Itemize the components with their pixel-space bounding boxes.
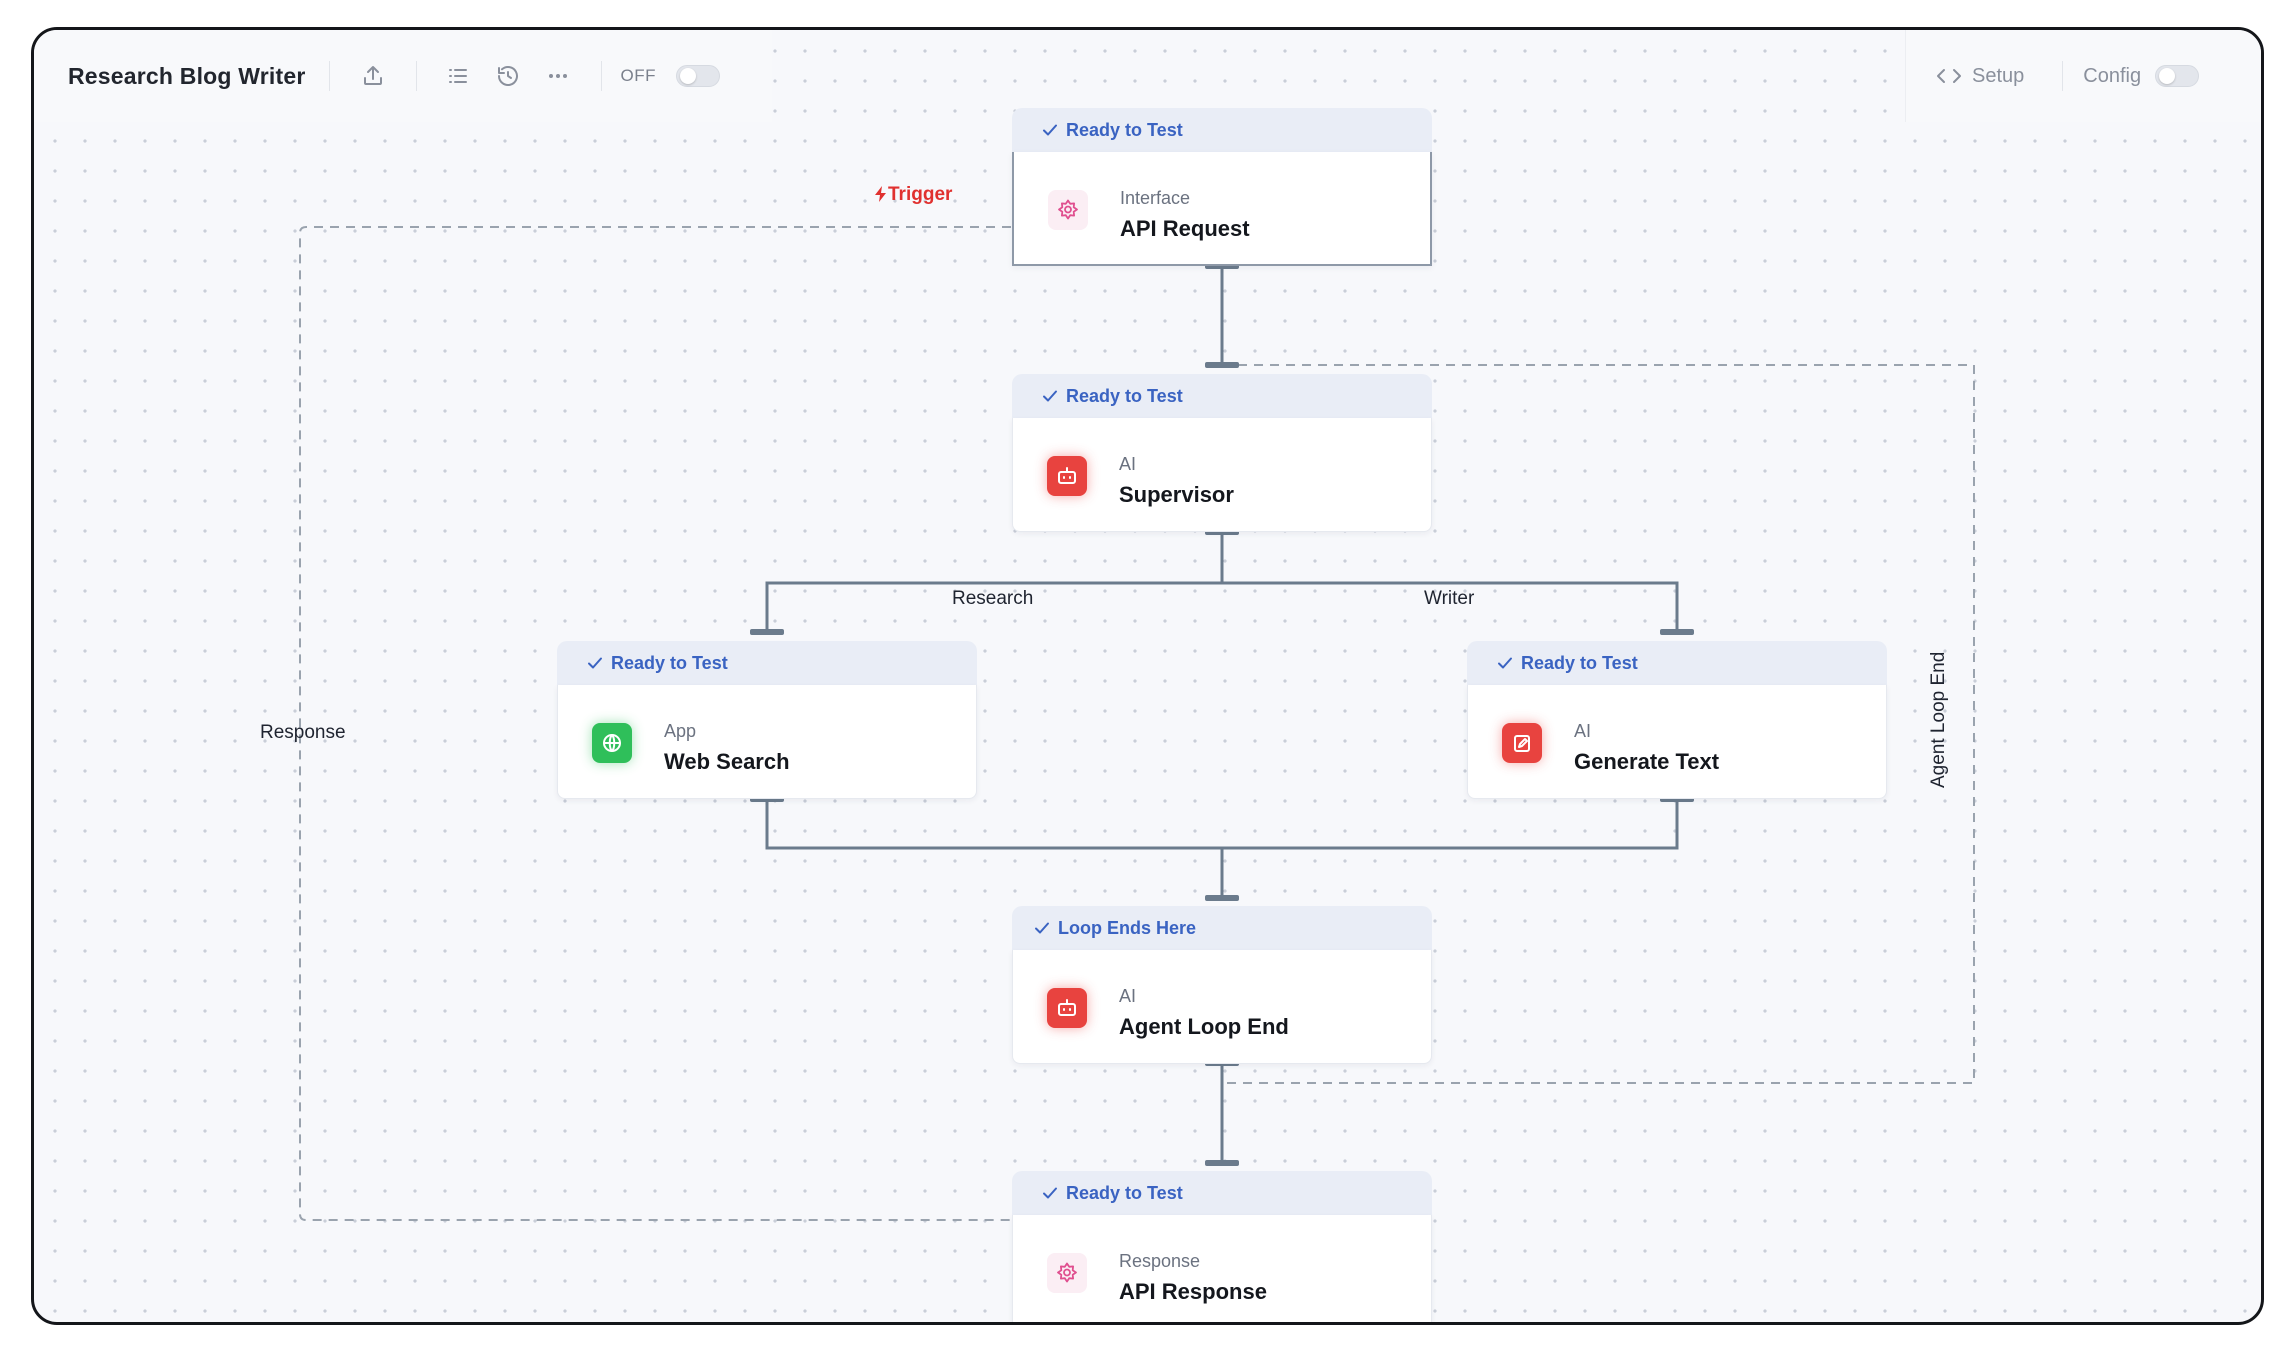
active-state-label: OFF: [620, 66, 656, 85]
check-icon: [1042, 1185, 1058, 1201]
writer-edge-label: Writer: [1424, 588, 1475, 609]
top-toolbar: Research Blog Writer OFF: [34, 30, 772, 122]
node-status-text: Ready to Test: [611, 652, 728, 673]
port-handle[interactable]: [1660, 629, 1694, 635]
node-category: App: [664, 721, 697, 741]
config-toggle[interactable]: [2155, 65, 2200, 87]
node-status-bar: Ready to Test: [557, 641, 977, 685]
robot-icon: [1047, 456, 1087, 496]
node-status-bar: Ready to Test: [1012, 1171, 1432, 1215]
response-loop-line: [299, 226, 1011, 1221]
globe-icon: [592, 723, 632, 763]
node-status-text: Ready to Test: [1066, 385, 1183, 406]
node-status-bar: Ready to Test: [1012, 108, 1432, 152]
node-title: Web Search: [664, 749, 790, 774]
node-card[interactable]: AI Supervisor: [1012, 418, 1432, 532]
agent-loop-line: [1222, 364, 1975, 1084]
toggle-knob: [2159, 68, 2176, 84]
node-category: Response: [1119, 1251, 1201, 1271]
node-card[interactable]: App Web Search: [557, 685, 977, 799]
node-status-text: Ready to Test: [1066, 119, 1183, 140]
workflow-title: Research Blog Writer: [68, 62, 306, 89]
setup-button[interactable]: Setup: [1972, 64, 2025, 87]
check-icon: [1042, 122, 1058, 138]
node-title: API Request: [1120, 216, 1250, 241]
node-status-bar: Ready to Test: [1012, 374, 1432, 418]
node-status-text: Ready to Test: [1521, 652, 1638, 673]
node-card[interactable]: AI Agent Loop End: [1012, 950, 1432, 1064]
node-card[interactable]: Interface API Request: [1012, 152, 1432, 266]
node-title: Supervisor: [1119, 482, 1234, 507]
node-agent-loop-end[interactable]: Loop Ends Here AI Agent Loop End: [1012, 906, 1432, 1064]
node-generate-text[interactable]: Ready to Test AI Generate Text: [1467, 641, 1887, 799]
node-web-search[interactable]: Ready to Test App Web Search: [557, 641, 977, 799]
edge-merge: [765, 799, 1679, 850]
agent-loop-end-edge-label: Agent Loop End: [1928, 651, 1949, 788]
gear-icon: [1047, 1253, 1087, 1293]
code-icon[interactable]: [1934, 61, 1964, 91]
active-toggle[interactable]: [675, 65, 720, 87]
edge-supervisor-writer: [1222, 581, 1679, 632]
toolbar-divider: [601, 61, 603, 91]
node-category: AI: [1119, 454, 1137, 474]
node-status-bar: Loop Ends Here: [1012, 906, 1432, 950]
top-right-toolbar: Setup Config: [1905, 30, 2261, 122]
port-handle[interactable]: [1205, 362, 1239, 368]
node-category: AI: [1574, 721, 1592, 741]
node-card[interactable]: AI Generate Text: [1467, 685, 1887, 799]
node-category: Interface: [1120, 188, 1191, 208]
share-upload-icon[interactable]: [358, 61, 388, 91]
node-title: API Response: [1119, 1279, 1267, 1304]
port-handle[interactable]: [1205, 895, 1239, 901]
node-api-request[interactable]: Ready to Test Interface API Request: [1012, 108, 1432, 266]
list-icon[interactable]: [443, 61, 473, 91]
response-edge-label: Response: [260, 722, 346, 743]
trigger-label: Trigger: [874, 184, 952, 206]
edge-supervisor-research: [765, 532, 1224, 632]
toolbar-divider: [2062, 61, 2064, 91]
gear-icon: [1048, 190, 1088, 230]
check-icon: [1497, 655, 1513, 671]
lightning-icon: [875, 186, 886, 202]
toggle-knob: [679, 68, 696, 84]
toolbar-divider: [329, 61, 331, 91]
edit-icon: [1502, 723, 1542, 763]
check-icon: [1034, 920, 1050, 936]
research-edge-label: Research: [952, 588, 1034, 609]
node-title: Generate Text: [1574, 749, 1720, 774]
node-category: AI: [1119, 986, 1137, 1006]
node-api-response[interactable]: Ready to Test Response API Response: [1012, 1171, 1432, 1322]
port-handle[interactable]: [750, 629, 784, 635]
more-icon[interactable]: [543, 61, 573, 91]
port-handle[interactable]: [1205, 1160, 1239, 1166]
node-status-text: Ready to Test: [1066, 1182, 1183, 1203]
node-status-text: Loop Ends Here: [1058, 917, 1197, 938]
history-icon[interactable]: [493, 61, 523, 91]
node-status-bar: Ready to Test: [1467, 641, 1887, 685]
config-label: Config: [2083, 64, 2142, 87]
node-card[interactable]: Response API Response: [1012, 1215, 1432, 1322]
connection-lines: [299, 226, 1975, 1221]
check-icon: [587, 655, 603, 671]
node-supervisor[interactable]: Ready to Test AI Supervisor: [1012, 374, 1432, 532]
check-icon: [1042, 388, 1058, 404]
robot-icon: [1047, 988, 1087, 1028]
toolbar-divider: [416, 61, 418, 91]
workflow-canvas[interactable]: Research Blog Writer OFF Setup Config Tr…: [31, 27, 2264, 1325]
node-title: Agent Loop End: [1119, 1014, 1289, 1039]
